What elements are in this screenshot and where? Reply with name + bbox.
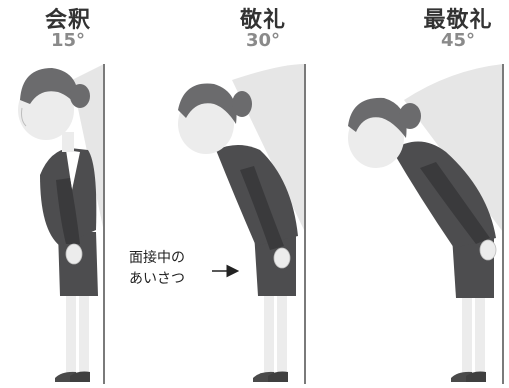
- panel-title-saikeirei: 最敬礼: [423, 8, 493, 33]
- panel-angle-15: 15°: [50, 30, 86, 51]
- panel-title-eshaku: 会釈: [44, 8, 91, 33]
- annotation-line-1: 面接中の: [129, 250, 185, 266]
- panel-angle-45: 45°: [440, 30, 476, 51]
- panel-angle-30: 30°: [245, 30, 281, 51]
- annotation-line-2: あいさつ: [129, 271, 185, 287]
- figure-bow-30: [178, 64, 306, 384]
- panel-title-keirei: 敬礼: [239, 8, 286, 33]
- figure-bow-45: [348, 64, 504, 384]
- angle-wedge-45: [404, 64, 503, 232]
- annotation-note: 面接中の あいさつ: [129, 248, 239, 290]
- figure-bow-15: [18, 64, 105, 384]
